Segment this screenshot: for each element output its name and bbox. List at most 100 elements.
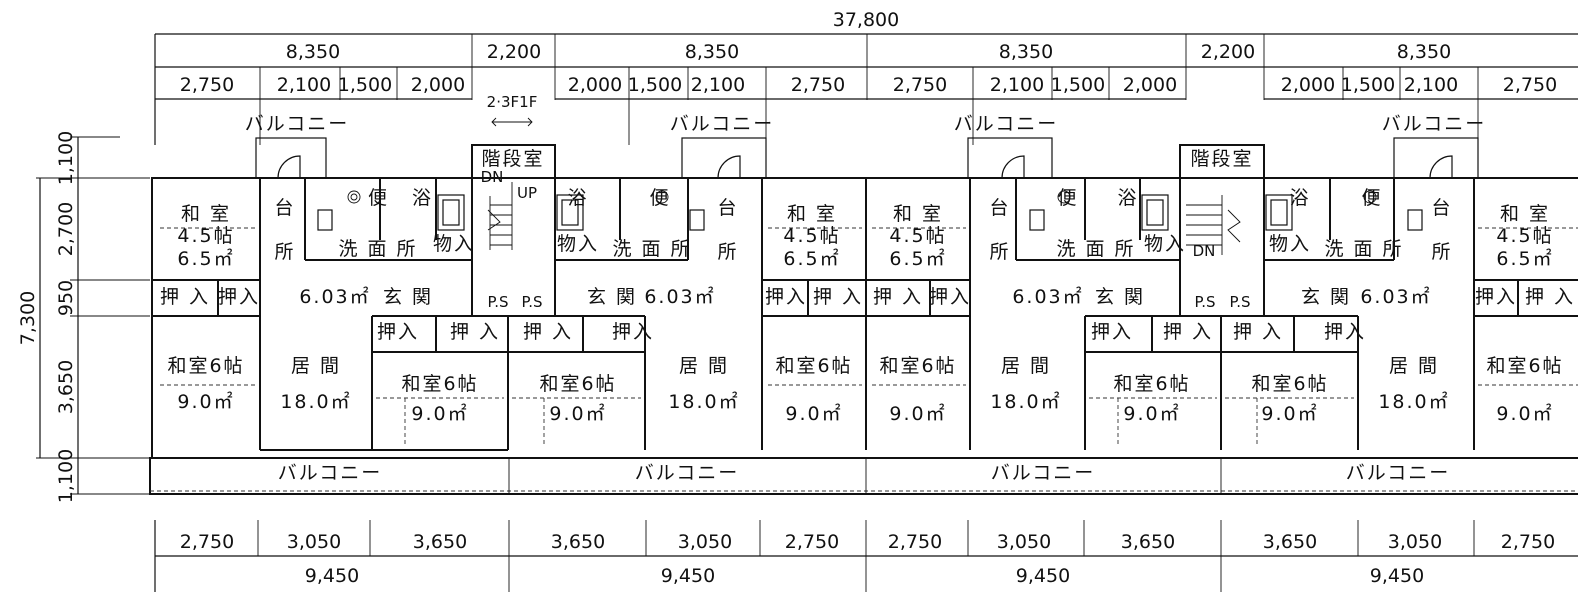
svg-text:物入: 物入 xyxy=(1269,233,1311,255)
svg-text:和 室: 和 室 xyxy=(787,203,837,225)
bottom-unit-width-label-3: 9,450 xyxy=(1370,565,1424,587)
svg-text:和室6帖: 和室6帖 xyxy=(1486,355,1563,377)
room-labels: 和 室 4.5帖 6.5㎡ 台 所 便 浴 洗 面 所 物入 押 入 押入 6.… xyxy=(160,187,1573,425)
room-width-label-2: 1,500 xyxy=(338,74,392,96)
bottom-room-width-label-10: 3,050 xyxy=(1388,531,1442,553)
svg-text:和室6帖: 和室6帖 xyxy=(401,373,478,395)
svg-text:3,650: 3,650 xyxy=(55,360,77,414)
stairwells: 階段室 階段室 DN UP DN P.S P.S P.S P.S xyxy=(471,144,1265,311)
room-width-label-1: 2,100 xyxy=(277,74,331,96)
svg-text:6.03㎡: 6.03㎡ xyxy=(1012,285,1083,308)
svg-text:玄 関: 玄 関 xyxy=(383,286,433,308)
svg-text:9.0㎡: 9.0㎡ xyxy=(785,402,842,425)
svg-text:バルコニー: バルコニー xyxy=(245,113,350,135)
svg-text:6.5㎡: 6.5㎡ xyxy=(1496,247,1553,270)
svg-text:玄 関: 玄 関 xyxy=(587,286,637,308)
room-width-label-0: 2,750 xyxy=(180,74,234,96)
bottom-room-width-label-11: 2,750 xyxy=(1501,531,1555,553)
svg-text:押 入: 押 入 xyxy=(450,321,500,343)
svg-text:押 入: 押 入 xyxy=(873,286,923,308)
svg-text:1,100: 1,100 xyxy=(55,131,77,185)
unit-width-label-2: 8,350 xyxy=(685,41,739,63)
svg-text:洗 面 所: 洗 面 所 xyxy=(1056,238,1135,260)
svg-text:和 室: 和 室 xyxy=(893,203,943,225)
svg-text:居 間: 居 間 xyxy=(1389,355,1439,377)
svg-text:押入: 押入 xyxy=(1091,321,1133,343)
unit-width-label-1: 2,200 xyxy=(487,41,541,63)
svg-text:9.0㎡: 9.0㎡ xyxy=(177,390,234,413)
svg-text:バルコニー: バルコニー xyxy=(991,462,1096,484)
svg-text:バルコニー: バルコニー xyxy=(1382,113,1487,135)
stair-room-label-1: 階段室 xyxy=(481,148,544,170)
svg-text:DN: DN xyxy=(481,168,504,186)
room-width-label-9: 2,100 xyxy=(990,74,1044,96)
svg-text:物入: 物入 xyxy=(557,233,599,255)
svg-text:押 入: 押 入 xyxy=(523,321,573,343)
svg-text:4.5帖: 4.5帖 xyxy=(783,225,840,247)
bottom-unit-width-label-0: 9,450 xyxy=(305,565,359,587)
svg-text:押入: 押入 xyxy=(218,286,260,308)
room-width-label-4: 2,000 xyxy=(568,74,622,96)
svg-text:押 入: 押 入 xyxy=(160,286,210,308)
svg-text:バルコニー: バルコニー xyxy=(635,462,740,484)
bottom-dimensions: 2,750 3,050 3,650 3,650 3,050 2,750 2,750 3,050… xyxy=(154,520,1578,592)
bottom-room-width-label-2: 3,650 xyxy=(413,531,467,553)
unit-width-label-0: 8,350 xyxy=(286,41,340,63)
svg-text:P.S: P.S xyxy=(1230,293,1251,311)
unit-width-label-3: 8,350 xyxy=(999,41,1053,63)
svg-text:6.5㎡: 6.5㎡ xyxy=(783,247,840,270)
room-width-label-13: 1,500 xyxy=(1341,74,1395,96)
svg-text:便: 便 xyxy=(1361,187,1382,209)
svg-text:9.0㎡: 9.0㎡ xyxy=(549,402,606,425)
svg-text:UP: UP xyxy=(517,184,537,202)
svg-text:台: 台 xyxy=(989,197,1010,219)
svg-text:和室6帖: 和室6帖 xyxy=(775,355,852,377)
svg-text:所: 所 xyxy=(989,241,1010,263)
svg-text:和 室: 和 室 xyxy=(1500,203,1550,225)
svg-text:和室6帖: 和室6帖 xyxy=(1113,373,1190,395)
svg-text:6.03㎡: 6.03㎡ xyxy=(1360,285,1431,308)
svg-text:押入: 押入 xyxy=(1475,286,1517,308)
svg-text:9.0㎡: 9.0㎡ xyxy=(1496,402,1553,425)
interior-walls xyxy=(152,178,1578,451)
unit-width-label-4: 2,200 xyxy=(1201,41,1255,63)
room-width-label-12: 2,000 xyxy=(1281,74,1335,96)
svg-text:押入: 押入 xyxy=(377,321,419,343)
svg-text:6.03㎡: 6.03㎡ xyxy=(644,285,715,308)
svg-text:洗 面 所: 洗 面 所 xyxy=(612,238,691,260)
svg-text:P.S: P.S xyxy=(488,293,509,311)
svg-text:2,700: 2,700 xyxy=(55,202,77,256)
svg-text:台: 台 xyxy=(274,197,295,219)
svg-text:居 間: 居 間 xyxy=(291,355,341,377)
svg-text:バルコニー: バルコニー xyxy=(954,113,1059,135)
balcony-labels: バルコニー バルコニー バルコニー バルコニー バルコニー バルコニー バルコニ… xyxy=(245,113,1487,484)
bottom-room-width-label-6: 2,750 xyxy=(888,531,942,553)
svg-text:950: 950 xyxy=(55,280,77,316)
room-width-label-6: 2,100 xyxy=(691,74,745,96)
unit-width-label-5: 8,350 xyxy=(1397,41,1451,63)
svg-text:押入: 押入 xyxy=(612,321,654,343)
svg-text:押 入: 押 入 xyxy=(1233,321,1283,343)
svg-text:所: 所 xyxy=(274,241,295,263)
fixtures xyxy=(317,190,1423,231)
bottom-unit-width-label-2: 9,450 xyxy=(1016,565,1070,587)
bottom-room-width-label-9: 3,650 xyxy=(1263,531,1317,553)
svg-text:押入: 押入 xyxy=(929,286,971,308)
svg-text:6.5㎡: 6.5㎡ xyxy=(889,247,946,270)
bottom-room-width-label-4: 3,050 xyxy=(678,531,732,553)
svg-text:便: 便 xyxy=(649,187,670,209)
room-width-label-11: 2,000 xyxy=(1123,74,1177,96)
svg-text:9.0㎡: 9.0㎡ xyxy=(411,402,468,425)
bottom-room-width-label-0: 2,750 xyxy=(180,531,234,553)
room-width-label-14: 2,100 xyxy=(1404,74,1458,96)
bottom-room-width-label-1: 3,050 xyxy=(287,531,341,553)
svg-text:18.0㎡: 18.0㎡ xyxy=(668,390,739,413)
svg-text:9.0㎡: 9.0㎡ xyxy=(1123,402,1180,425)
svg-text:バルコニー: バルコニー xyxy=(278,462,383,484)
room-width-label-15: 2,750 xyxy=(1503,74,1557,96)
svg-text:台: 台 xyxy=(1431,197,1452,219)
upper-balconies xyxy=(255,137,1479,179)
svg-text:押 入: 押 入 xyxy=(813,286,863,308)
svg-text:玄 関: 玄 関 xyxy=(1095,286,1145,308)
svg-text:便: 便 xyxy=(368,187,389,209)
